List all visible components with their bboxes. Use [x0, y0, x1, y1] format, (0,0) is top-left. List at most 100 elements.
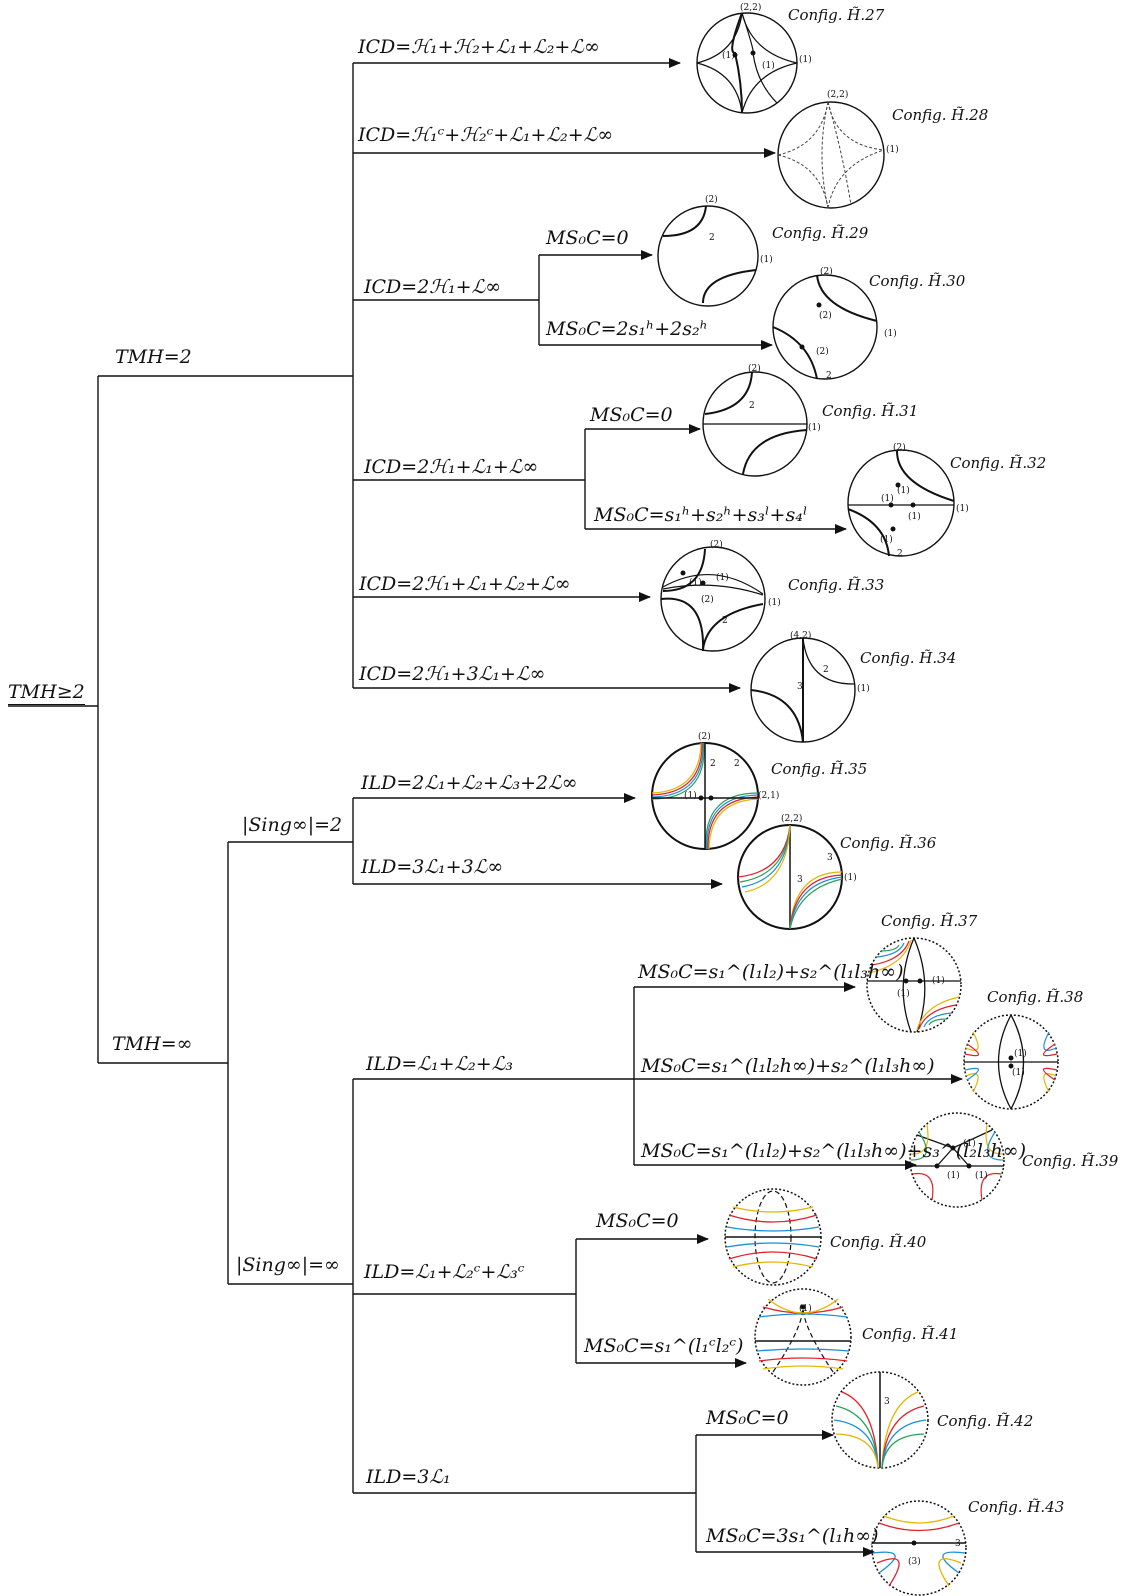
- config-29-circle: [657, 205, 759, 307]
- multiplicity-label: (1): [932, 976, 945, 986]
- node-label: ICD=ℋ₁ᶜ+ℋ₂ᶜ+ℒ₁+ℒ₂+ℒ∞: [358, 124, 614, 146]
- multiplicity-label: (1): [881, 494, 894, 504]
- multiplicity-label: (2): [748, 364, 761, 374]
- config-31-circle: [702, 371, 808, 477]
- branch-sing-2: |Sing∞|=2: [242, 814, 343, 836]
- multiplicity-label: (4,2): [790, 631, 812, 641]
- tree-arrows: [353, 58, 963, 1557]
- node-label: ILD=3ℒ₁: [366, 1466, 451, 1488]
- multiplicity-label: 2: [826, 371, 832, 381]
- multiplicity-label: (1): [884, 329, 897, 339]
- config-43-circle: [871, 1500, 967, 1596]
- multiplicity-label: (1): [947, 1171, 960, 1181]
- multiplicity-label: (1): [689, 578, 702, 588]
- node-label: MS₀C=s₁^(l₁l₂h∞)+s₂^(l₁l₃h∞): [641, 1055, 935, 1077]
- multiplicity-label: 2: [823, 665, 829, 675]
- config-42-circle: [831, 1371, 929, 1469]
- multiplicity-label: (1): [716, 573, 729, 583]
- node-label: MS₀C=2s₁ʰ+2s₂ʰ: [546, 318, 708, 340]
- node-label: ILD=2ℒ₁+ℒ₂+ℒ₃+2ℒ∞: [361, 772, 578, 794]
- multiplicity-label: (1): [684, 791, 697, 801]
- config-27-circle: [696, 12, 798, 114]
- multiplicity-label: (2): [710, 540, 723, 550]
- config-label: Config. H̃.39: [1022, 1152, 1119, 1170]
- node-label: MS₀C=s₁^(l₁ᶜl₂ᶜ): [584, 1335, 744, 1357]
- tree-edges: [8, 63, 697, 1552]
- multiplicity-label: (2): [819, 311, 832, 321]
- multiplicity-label: (2): [820, 267, 833, 277]
- multiplicity-label: (1): [897, 486, 910, 496]
- multiplicity-label: (1): [880, 535, 893, 545]
- multiplicity-label: (2,2): [781, 814, 803, 824]
- multiplicity-label: 2: [710, 759, 716, 769]
- node-label: ICD=2ℋ₁+ℒ₁+ℒ₂+ℒ∞: [359, 573, 571, 595]
- config-label: Config. H̃.36: [840, 834, 937, 852]
- node-label: ICD=2ℋ₁+ℒ₁+ℒ∞: [364, 456, 539, 478]
- config-label: Config. H̃.42: [937, 1412, 1034, 1430]
- multiplicity-label: (2,2): [740, 3, 762, 13]
- multiplicity-label: (1): [762, 61, 775, 71]
- node-label: MS₀C=s₁^(l₁l₂)+s₂^(l₁l₃h∞): [638, 961, 904, 983]
- multiplicity-label: (1): [908, 512, 921, 522]
- node-label: MS₀C=s₁^(l₁l₂)+s₂^(l₁l₃h∞)+s₃^(l₂l₃h∞): [641, 1140, 1027, 1162]
- node-label: MS₀C=3s₁^(l₁h∞): [706, 1525, 879, 1547]
- multiplicity-label: 2: [709, 233, 715, 243]
- multiplicity-label: (2): [705, 195, 718, 205]
- config-37-circle: [866, 937, 962, 1033]
- config-label: Config. H̃.34: [860, 649, 957, 667]
- config-32-circle: [847, 449, 955, 557]
- multiplicity-label: 2: [749, 401, 755, 411]
- multiplicity-label: 2: [734, 759, 740, 769]
- config-label: Config. H̃.27: [788, 6, 885, 24]
- multiplicity-label: (1): [799, 1304, 812, 1314]
- multiplicity-label: (1): [886, 145, 899, 155]
- multiplicity-label: 3: [797, 682, 803, 692]
- config-label: Config. H̃.40: [830, 1233, 927, 1251]
- multiplicity-label: (3): [908, 1557, 921, 1567]
- multiplicity-label: (2): [698, 732, 711, 742]
- config-label: Config. H̃.38: [987, 988, 1084, 1006]
- branch-tmh-2: TMH=2: [115, 346, 192, 368]
- root-label: TMH≥2: [8, 681, 85, 705]
- node-label: MS₀C=s₁ʰ+s₂ʰ+s₃ˡ+s₄ˡ: [594, 504, 808, 526]
- config-label: Config. H̃.29: [772, 224, 869, 242]
- config-36-circle: [737, 824, 843, 930]
- multiplicity-label: 3: [884, 1397, 890, 1407]
- config-28-circle: [777, 101, 885, 209]
- config-label: Config. H̃.28: [892, 106, 989, 124]
- node-label: MS₀C=0: [706, 1407, 789, 1429]
- multiplicity-label: (1): [760, 255, 773, 265]
- node-label: MS₀C=0: [546, 227, 629, 249]
- multiplicity-label: 2: [722, 616, 728, 626]
- config-41-circle: [754, 1288, 852, 1386]
- config-label: Config. H̃.30: [869, 272, 966, 290]
- config-34-circle: [750, 637, 856, 743]
- multiplicity-label: (1): [975, 1171, 988, 1181]
- config-38-circle: [963, 1014, 1059, 1110]
- multiplicity-label: (1): [963, 1139, 976, 1149]
- config-33-circle: [660, 546, 766, 652]
- multiplicity-label: (1): [897, 989, 910, 999]
- config-label: Config. H̃.37: [881, 912, 978, 930]
- config-30-circle: [772, 274, 878, 380]
- config-35-circle: [651, 742, 759, 850]
- config-label: Config. H̃.31: [822, 402, 919, 420]
- node-label: ICD=2ℋ₁+3ℒ₁+ℒ∞: [359, 663, 546, 685]
- multiplicity-label: 3: [797, 875, 803, 885]
- multiplicity-label: (2): [893, 443, 906, 453]
- config-label: Config. H̃.43: [968, 1498, 1065, 1516]
- multiplicity-label: (2): [816, 347, 829, 357]
- multiplicity-label: (1): [808, 423, 821, 433]
- multiplicity-label: (1): [857, 684, 870, 694]
- config-label: Config. H̃.41: [862, 1325, 959, 1343]
- multiplicity-label: (1): [722, 51, 735, 61]
- node-label: ICD=ℋ₁+ℋ₂+ℒ₁+ℒ₂+ℒ∞: [358, 36, 600, 58]
- multiplicity-label: (1): [768, 598, 781, 608]
- config-40-circle: [724, 1188, 822, 1286]
- node-label: ICD=2ℋ₁+ℒ∞: [364, 276, 502, 298]
- multiplicity-label: (2,1): [758, 791, 780, 801]
- branch-tmh-inf: TMH=∞: [112, 1033, 193, 1055]
- multiplicity-label: (1): [1012, 1068, 1025, 1078]
- multiplicity-label: (1): [844, 873, 857, 883]
- branch-sing-inf: |Sing∞|=∞: [236, 1254, 340, 1276]
